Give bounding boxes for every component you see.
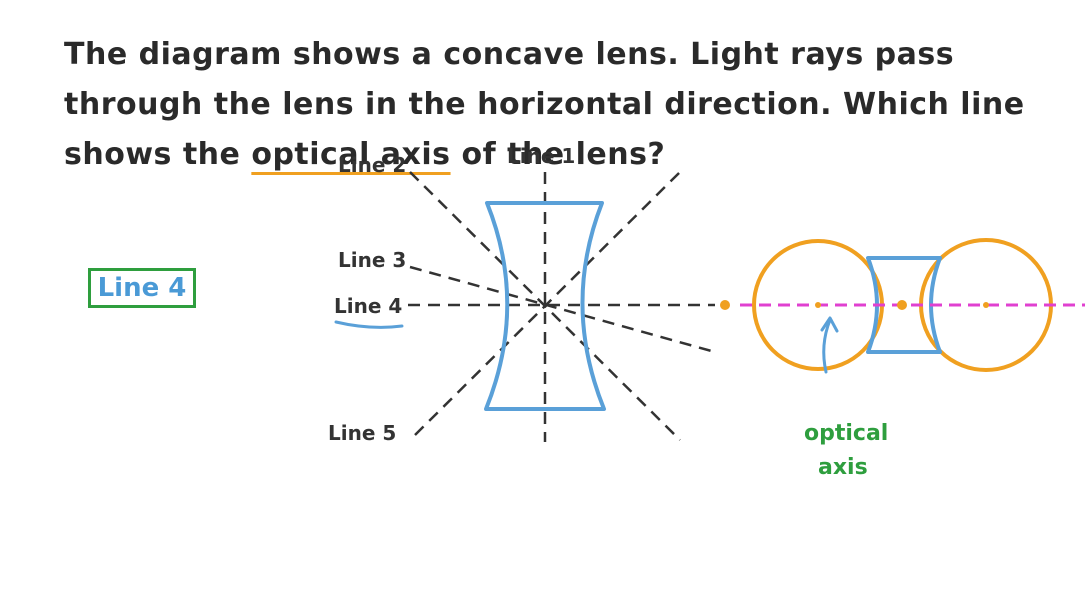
line-4-label: Line 4 [334, 294, 402, 318]
lens-center-dot [897, 300, 907, 310]
line-3 [409, 265, 716, 354]
answer-box: Line 4 [88, 268, 196, 308]
line-2-label: Line 2 [338, 153, 406, 177]
concave-lens [484, 201, 606, 411]
line-1-label: Line 1 [507, 144, 575, 168]
line-3-label: Line 3 [338, 248, 406, 272]
optical-axis-highlight: optical axis [251, 137, 451, 172]
question-text: The diagram shows a concave lens. Light … [64, 30, 1054, 180]
small-concave-lens [866, 256, 942, 354]
question-part2: of the lens? [450, 137, 666, 172]
annotation-arrowhead [820, 316, 839, 333]
answer-label: Line 4 [97, 273, 187, 303]
annotation-optical: optical [804, 421, 888, 446]
circle-center-right [983, 302, 989, 308]
line-5-label: Line 5 [328, 421, 396, 445]
annotation-axis: axis [818, 455, 868, 480]
focal-point-left [720, 300, 730, 310]
circle-center-left [815, 302, 821, 308]
line-5 [414, 171, 681, 436]
line-4-underline [334, 320, 404, 329]
question-part1: The diagram shows a concave lens. Light … [64, 37, 1025, 172]
annotation-arrow [822, 318, 832, 374]
